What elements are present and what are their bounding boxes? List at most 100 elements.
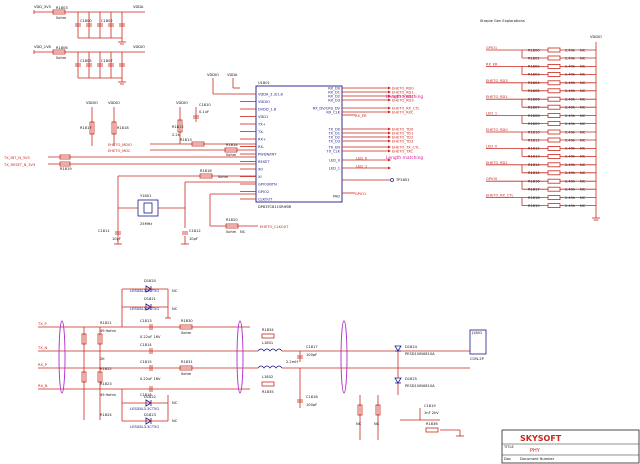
strap-res-val: 2.49k [565, 204, 576, 208]
strap-resistor [547, 170, 561, 176]
d1824-label: D1824 [405, 345, 418, 349]
strap-res-nc: NC [580, 89, 586, 93]
strap-net-label: EHETO_RD1 [486, 95, 508, 99]
ic-right-net: EHETO_TD3 [392, 139, 413, 143]
strap-resistor-network: Strapie Gen Explorations VDDIO GPIO1R180… [480, 19, 602, 221]
c1817-label: C1817 [306, 345, 318, 349]
net-tx-int: TX_INT_N_3V3 [3, 156, 30, 160]
strap-title: Strapie Gen Explorations [480, 19, 525, 23]
ic-right-net: EHETO_RD1 [392, 90, 414, 94]
l1802-label: L1802 [262, 375, 273, 379]
r1835-label: R1835 [262, 390, 274, 394]
net-arrow-icon [388, 166, 391, 170]
r1812-val: 2.2k [172, 133, 181, 137]
rail-label-vdda: VDDA [133, 5, 144, 9]
strap-rail: VDDIO [590, 35, 602, 39]
r1814-label: R1814 [226, 143, 238, 147]
strap-res-val: 2.49k [565, 155, 576, 159]
net-mdio: EHETO_MDIO [108, 143, 132, 147]
r1817-label: R1817 [80, 126, 92, 130]
cap-label-c1805: C1805 [80, 59, 92, 63]
strap-res-val: 2.49k [565, 114, 576, 118]
testpoint-icon [390, 178, 394, 182]
mdio-mdc-section: VDDIO VDDIO R1817 R1818 EHETO_MDIO EHETO… [3, 101, 289, 245]
net-arrow-icon [388, 131, 391, 135]
d1823-label: D1823 [144, 413, 156, 417]
ic-left-pin: XI [258, 175, 262, 179]
strap-res-ref: R1810 [528, 130, 540, 134]
d1820-nc: NC [172, 289, 178, 293]
strap-res-nc: NC [580, 98, 586, 102]
ic-left-pin: DVDD_1.8 [258, 107, 277, 111]
c1813-label: C1813 [140, 319, 152, 323]
d1820-part: LESD8L3.3CT5G [130, 289, 159, 293]
net-tx-reset: TX_RESET_N_3V3 [3, 163, 35, 167]
c1811-val: 10pF [112, 237, 121, 241]
r1836-label: R1836 [426, 422, 438, 426]
ic-left-pin: CLKOUT [258, 197, 273, 201]
c1810-val: 0.1uF [199, 110, 209, 114]
c1815-label: C1815 [140, 360, 152, 364]
ic-left-pin: VDDIO [258, 100, 270, 104]
power-filter-vdda: VDD_3V3 VDDA R1803 0ohm C1800 C1802 [33, 5, 145, 45]
ic-left-pin: GPIO/INTN [258, 182, 277, 186]
strap-res-ref: R1803 [528, 73, 540, 77]
strap-resistor [547, 178, 561, 184]
ic-right-net: EHETO_TX_CTL [392, 145, 419, 149]
ic-right-net: EHETO_TD0 [392, 127, 414, 131]
d1822-part: LESD8L3.3CT5G [130, 407, 159, 411]
strap-res-val: 2.49k [565, 56, 576, 60]
vddio-label-c: VDDIO [176, 101, 188, 105]
ic-right-pin: RX_D1 [328, 90, 340, 94]
r1823-val: 49.9ohm [100, 393, 116, 397]
net-arrow-icon [388, 94, 391, 98]
r1815-val: 0ohm [226, 153, 237, 157]
c1818-val: 100pF [306, 403, 317, 407]
strap-res-ref: R1809 [528, 122, 540, 126]
ferrite-val-2: 0ohm [56, 56, 67, 60]
strap-res-val: 2.49k [565, 73, 576, 77]
strap-resistor [547, 72, 561, 77]
cap-label-c1807: C1807 [101, 59, 113, 63]
strap-res-nc: NC [580, 73, 586, 77]
ic-ref: U1801 [258, 81, 270, 85]
strap-resistor [547, 47, 561, 53]
ic-right-pin: RX_D0 [328, 86, 341, 90]
c1818-label: C1818 [306, 395, 318, 399]
r1816-label: R1816 [200, 169, 212, 173]
ic-left-pin: RESET [258, 160, 270, 164]
strap-resistor [547, 88, 561, 94]
r-nc-a: NC [356, 422, 362, 426]
ic-right-pin: TX_CLK [326, 149, 341, 153]
strap-res-nc: NC [580, 81, 586, 85]
strap-resistor [547, 80, 561, 86]
connector-body [469, 329, 487, 355]
strap-resistor [547, 186, 561, 192]
net-clkout: EHETO_CLKOUT [260, 225, 289, 229]
company-name: SKYSOFT [520, 434, 562, 443]
strap-resistor [547, 113, 561, 118]
rail-label-vdd3v3: VDD_3V3 [34, 5, 51, 9]
r-2k-a: 2K [100, 357, 105, 361]
strap-net-label: EHETO_RX_CTL [486, 194, 514, 198]
r-series-val-2: 0ohm [181, 372, 192, 376]
strap-res-ref: R1812 [528, 147, 540, 151]
c1819-val: 1nF 2kV [424, 411, 439, 415]
strap-res-ref: R1811 [528, 138, 540, 142]
ic-right-net: EHETO_RD0 [392, 86, 414, 90]
net-arrow-icon [388, 86, 391, 90]
strap-res-val: 2.49k [565, 81, 576, 85]
strap-res-ref: R1808 [528, 114, 540, 118]
length-matching-tx: Length matching [386, 155, 423, 161]
strap-res-val: 2.49k [565, 196, 576, 200]
d1822-nc: NC [172, 401, 178, 405]
strap-resistor [547, 203, 561, 209]
strap-resistor [547, 195, 561, 201]
r1823-label: R1823 [100, 382, 112, 386]
net-arrow-icon [388, 90, 391, 94]
strap-res-val: 2.49k [565, 188, 576, 192]
r1820-label: R1820 [226, 218, 238, 222]
strap-res-val: 2.49k [565, 89, 576, 93]
strap-res-nc: NC [580, 65, 586, 69]
